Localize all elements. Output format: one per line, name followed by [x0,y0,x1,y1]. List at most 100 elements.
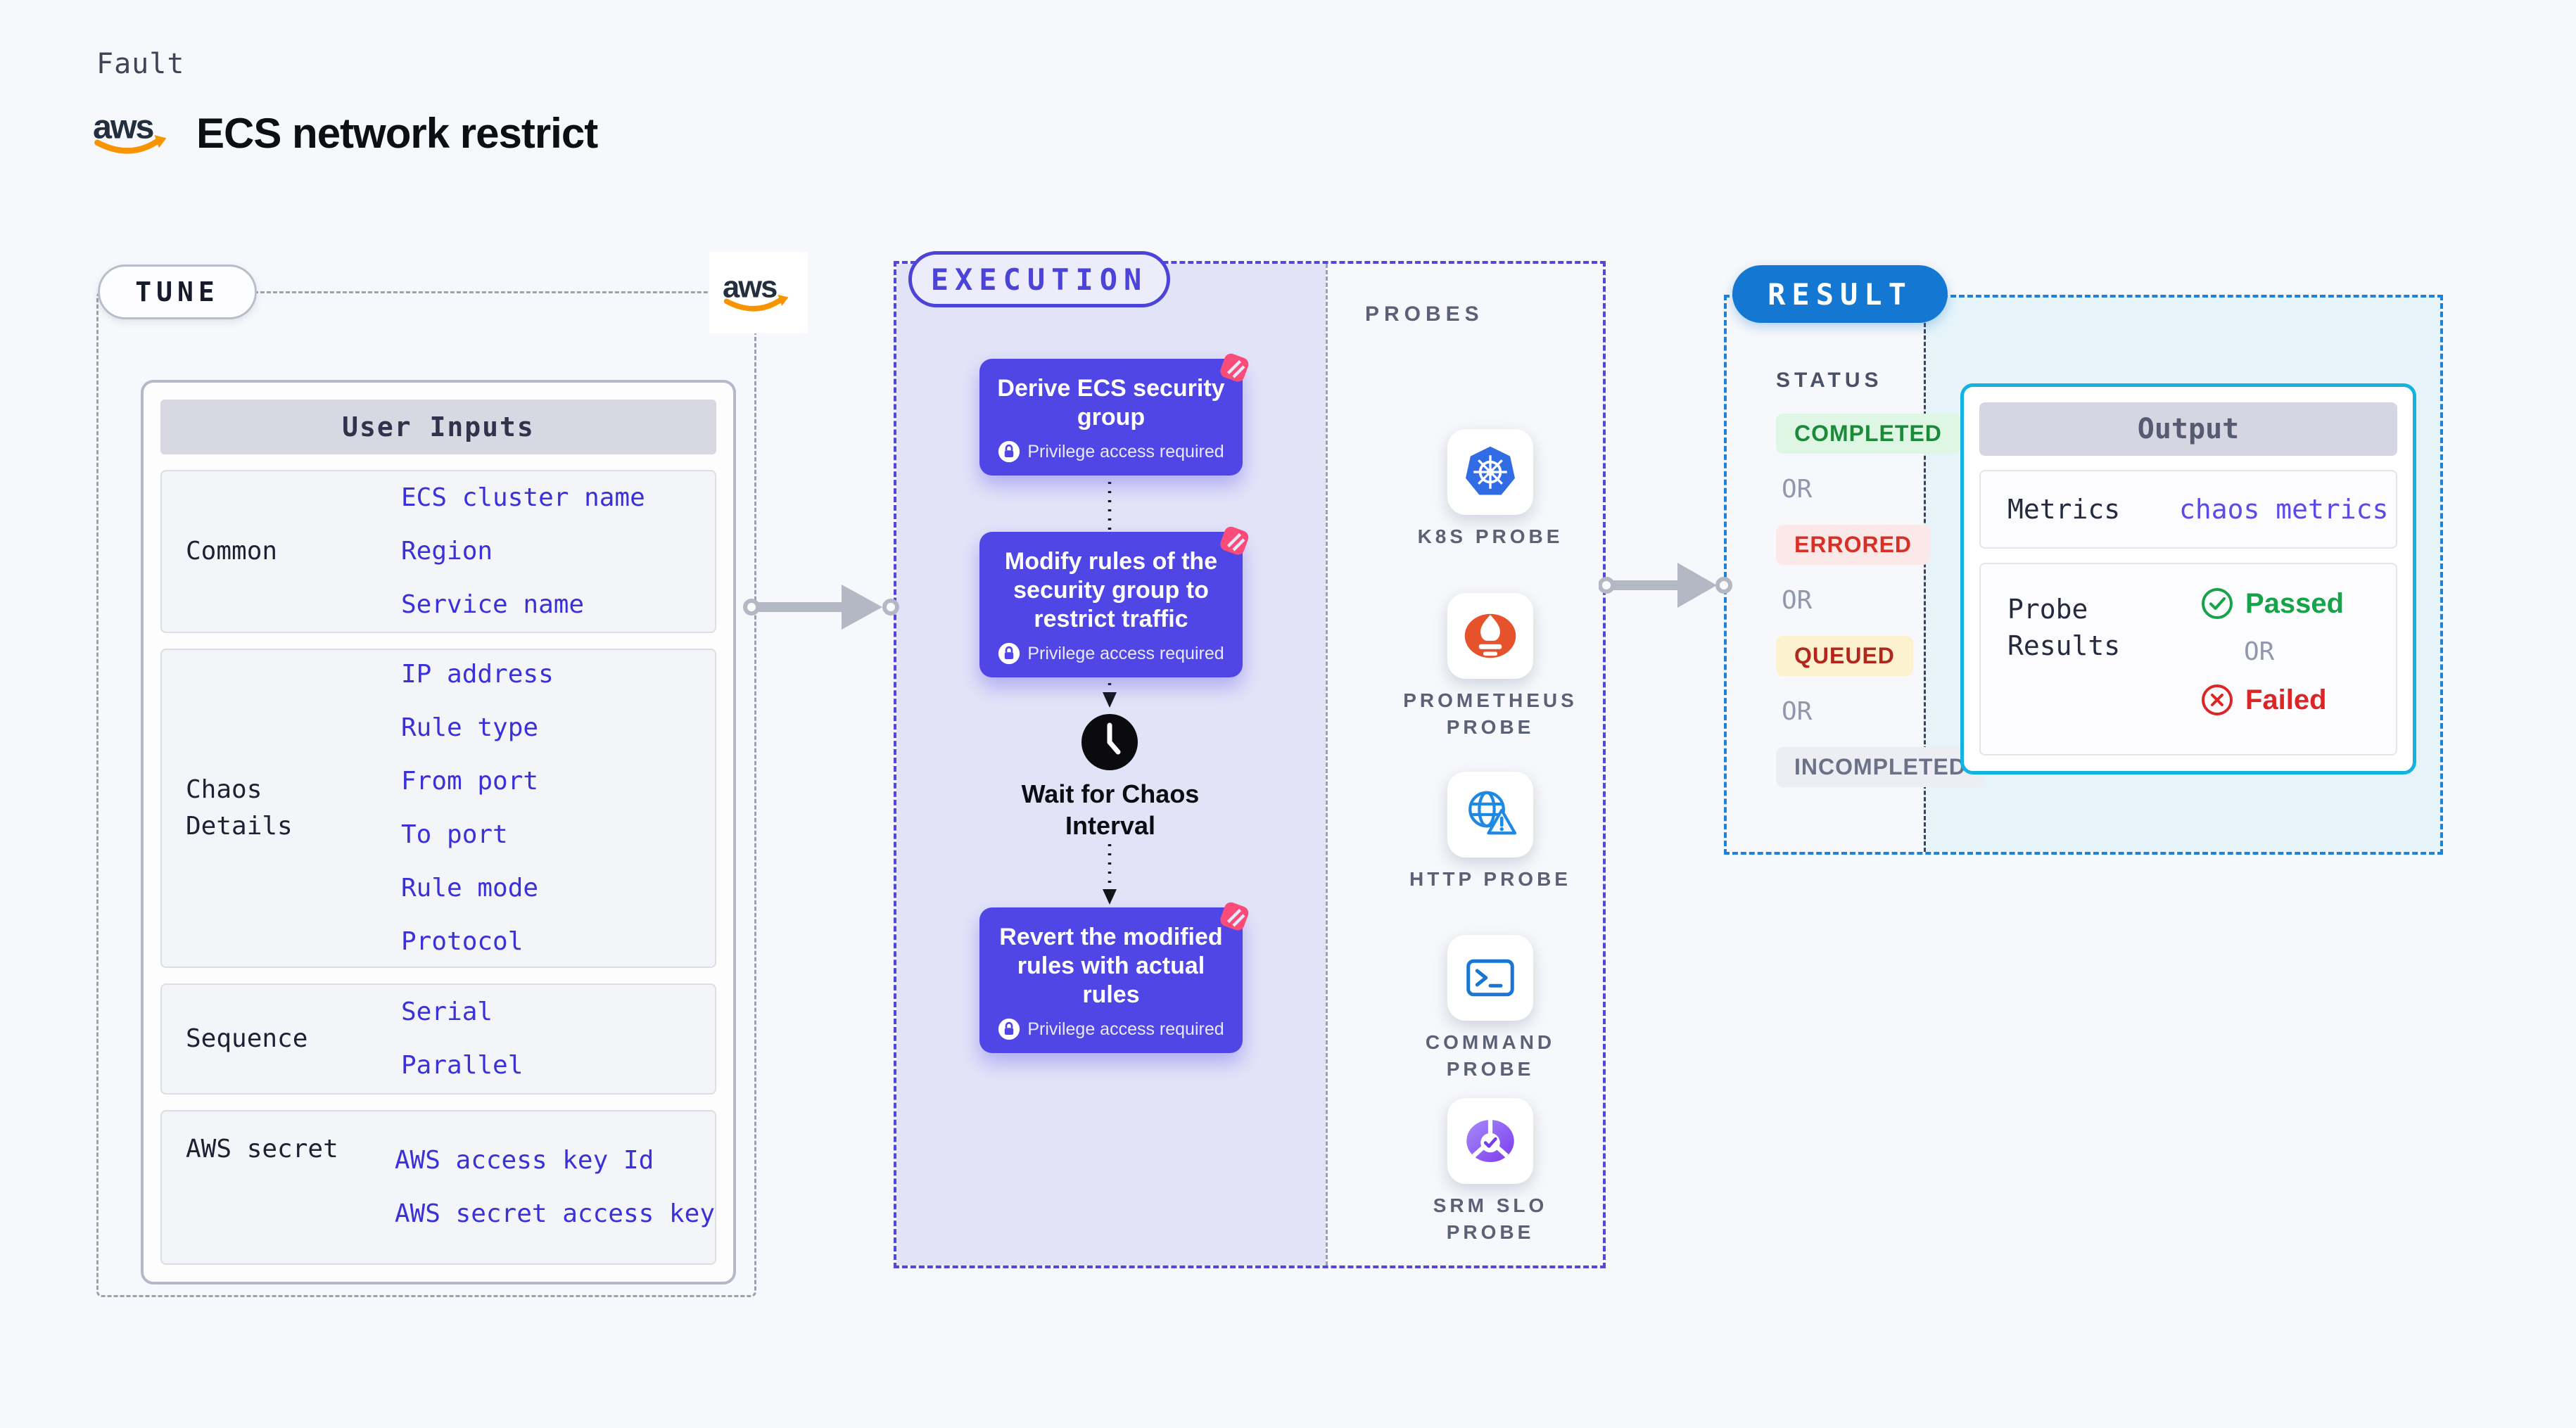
input-field-name: AWS secret access key [394,1199,715,1228]
input-field-name: ECS cluster name [401,483,645,512]
chaos-experiment-icon [1220,526,1249,555]
or-separator: OR [2244,637,2275,666]
x-circle-icon [2202,684,2233,715]
lock-icon [998,642,1020,665]
probe-http [1447,772,1533,858]
input-field-name: From port [401,767,539,796]
aws-corner-logo: aws [709,252,808,333]
privilege-badge: Privilege access required [992,440,1230,463]
row-label: Sequence [186,1024,308,1053]
aws-wordmark: aws [93,108,153,146]
probe-prometheus [1447,593,1533,679]
or-separator: OR [1782,475,1813,504]
input-field-name: IP address [401,660,554,689]
clock-icon [1081,714,1138,770]
metrics-label: Metrics [2007,494,2121,525]
input-field-name: Rule mode [401,874,539,903]
probes-section-label: PROBES [1365,302,1484,326]
step-title: Modify rules of the security group to re… [1004,548,1218,632]
step-revert-rules: Revert the modified rules with actual ru… [979,902,1249,1053]
page-title: ECS network restrict [196,109,598,157]
status-badge-completed: COMPLETED [1776,414,1960,454]
or-separator: OR [1782,697,1813,726]
probe-label: HTTP PROBE [1409,868,1571,890]
input-field-name: To port [401,820,508,849]
input-field-name: AWS access key Id [394,1146,654,1175]
status-column: STATUS COMPLETED OR ERRORED OR QUEUED OR… [1776,369,1984,787]
srm-slo-icon [1466,1120,1514,1162]
step-title: Derive ECS security group [997,375,1225,431]
failed-label: Failed [2245,684,2327,715]
result-tag: RESULT [1732,265,1948,323]
row-values: AWS access key Id AWS secret access key [395,1111,715,1263]
execution-probes-divider [1326,264,1328,1266]
output-table: Output Metrics chaos metrics Probe Resul… [1960,383,2416,774]
flow-connector [1103,844,1117,905]
input-field-name: Protocol [401,927,524,956]
privilege-badge: Privilege access required [992,1018,1230,1040]
row-label: Chaos Details [186,775,293,841]
probe-result-passed: Passed [2200,587,2344,620]
aws-logo-icon: aws [723,271,789,312]
lock-icon [998,1018,1020,1040]
status-badge-incompleted: INCOMPLETED [1776,747,1984,787]
passed-label: Passed [2245,587,2345,619]
table-row-sequence: Sequence Serial Parallel [160,983,716,1095]
status-heading: STATUS [1776,369,1883,392]
or-separator: OR [1782,586,1813,615]
output-row-probe-results: Probe Results Passed OR Failed [1979,563,2397,756]
tune-section-border [96,291,756,1297]
probe-results-label: Probe Results [2007,594,2121,661]
fault-kicker: Fault [96,48,185,80]
arrow-execution-to-result [1599,563,1732,608]
input-field-name: Service name [401,590,585,619]
input-field-name: Parallel [401,1051,524,1080]
step-title: Revert the modified rules with actual ru… [999,924,1223,1008]
kubernetes-icon [1466,446,1515,495]
title-row: aws ECS network restrict [92,107,598,159]
chaos-experiment-icon [1220,902,1249,931]
http-globe-icon [1468,791,1517,835]
table-row-common: Common ECS cluster name Region Service n… [160,470,716,633]
step-modify-rules: Modify rules of the security group to re… [979,526,1249,677]
probe-k8s [1447,429,1533,515]
user-inputs-header: User Inputs [160,400,716,454]
probe-command [1447,935,1533,1021]
output-row-metrics: Metrics chaos metrics [1979,470,2397,549]
status-badge-queued: QUEUED [1776,636,1913,676]
check-circle-icon [2202,588,2233,619]
row-label: AWS secret [186,1135,338,1164]
step-derive-security-group: Derive ECS security group Privilege acce… [979,353,1249,476]
row-values: Serial Parallel [401,985,715,1093]
arrow-tune-to-execution [743,585,899,630]
aws-wordmark: aws [723,271,777,305]
probe-label: SRM SLO PROBE [1433,1194,1548,1243]
user-inputs-table: User Inputs Common ECS cluster name Regi… [141,380,736,1284]
wait-step-label: Wait for Chaos Interval [1021,779,1200,840]
privilege-badge-label: Privilege access required [1027,441,1224,461]
terminal-icon [1466,959,1514,997]
probe-label: PROMETHEUS PROBE [1403,689,1578,738]
privilege-badge-label: Privilege access required [1027,1019,1224,1039]
table-row-aws-secret: AWS secret AWS access key Id AWS secret … [160,1110,716,1265]
chaos-experiment-icon [1220,353,1249,382]
row-values: IP address Rule type From port To port R… [401,650,715,967]
prometheus-icon [1464,613,1516,658]
row-values: ECS cluster name Region Service name [401,471,715,632]
probe-result-failed: Failed [2200,683,2327,717]
probe-label: K8S PROBE [1417,525,1563,547]
execution-tag: EXECUTION [908,251,1170,307]
probe-results-values: Passed OR Failed [2179,564,2396,754]
tune-tag: TUNE [98,264,257,319]
output-header: Output [1979,402,2397,456]
input-field-name: Serial [401,997,493,1026]
metrics-value: chaos metrics [2179,494,2389,525]
aws-logo-icon: aws [93,108,167,154]
row-label: Common [186,537,278,566]
status-badge-errored: ERRORED [1776,525,1931,565]
privilege-badge-label: Privilege access required [1027,643,1224,663]
input-field-name: Rule type [401,713,539,742]
probe-srm-slo [1447,1098,1533,1184]
lock-icon [998,440,1020,463]
